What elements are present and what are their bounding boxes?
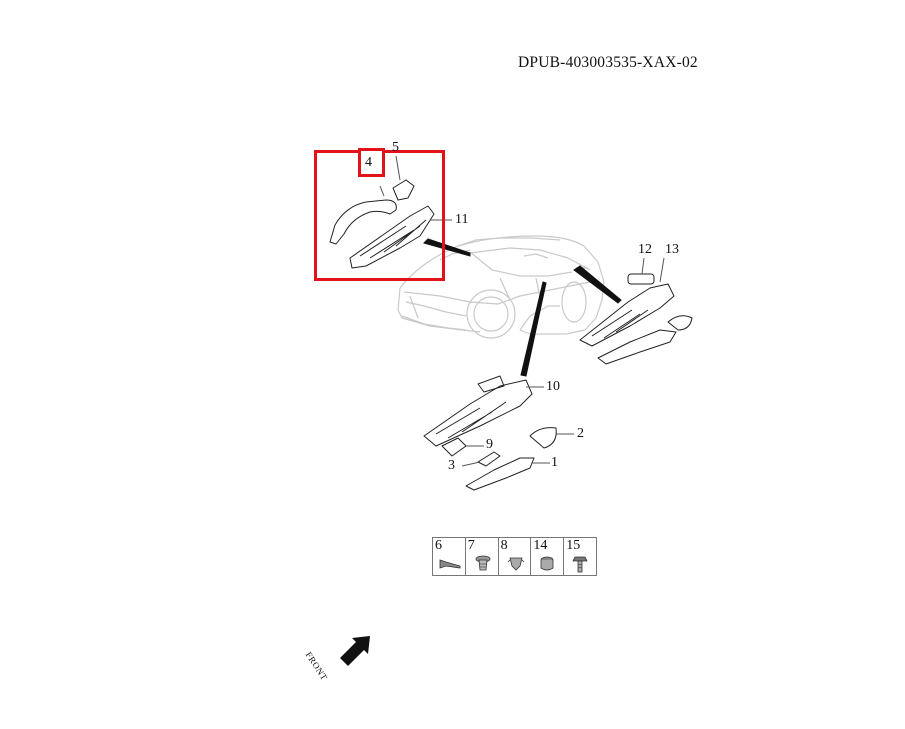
end-cap-2: [529, 427, 557, 449]
bolt-icon: [572, 556, 588, 573]
callout-2[interactable]: 2: [577, 426, 584, 441]
fastener-label: 6: [435, 538, 442, 553]
end-cap-5: [392, 179, 415, 201]
fastener-label: 7: [467, 538, 475, 553]
callout-13[interactable]: 13: [665, 242, 679, 257]
front-direction-indicator: FRONT: [304, 632, 378, 682]
pointer-rear-door: [573, 265, 622, 304]
screw-icon: [439, 559, 461, 569]
fastener-label: 14: [533, 538, 548, 553]
pointer-wedges: [423, 238, 622, 377]
pointer-lower-assembly: [520, 281, 547, 377]
gasket-9: [441, 437, 467, 457]
rear-outer-handle: [597, 329, 677, 365]
lower-lock-housing: [477, 375, 505, 393]
lower-frame-bracket-10: [423, 379, 533, 447]
callout-1[interactable]: 1: [551, 455, 558, 470]
rear-frame-bracket: [579, 283, 675, 347]
seal-3: [477, 451, 501, 467]
nut-insert-icon: [540, 556, 554, 571]
rear-lock-cylinder: [627, 273, 655, 285]
fastener-cell[interactable]: 6: [433, 538, 466, 575]
document-code: DPUB-403003535-XAX-02: [518, 54, 698, 71]
fastener-cell[interactable]: 15: [564, 538, 596, 575]
front-arrow-icon: [340, 636, 370, 666]
rear-door-assembly: [579, 257, 693, 365]
fastener-table: 6 7 8 14: [432, 537, 597, 576]
fastener-cell[interactable]: 7: [466, 538, 499, 575]
callout-3[interactable]: 3: [448, 458, 455, 473]
spring-clip-icon: [507, 557, 524, 571]
lower-door-assembly: [423, 375, 574, 491]
outer-handle-4: [329, 199, 397, 245]
front-handle-group: [329, 155, 452, 269]
frame-bracket-11: [349, 205, 435, 269]
callout-9[interactable]: 9: [486, 437, 493, 452]
fastener-label: 8: [500, 538, 508, 553]
callout-10[interactable]: 10: [546, 379, 560, 394]
callout-5[interactable]: 5: [392, 140, 399, 155]
rear-end-cap: [667, 315, 693, 331]
fastener-cell[interactable]: 8: [499, 538, 532, 575]
pointer-front-door: [423, 238, 471, 257]
fastener-cell[interactable]: 14: [531, 538, 565, 575]
callout-12[interactable]: 12: [638, 242, 652, 257]
callout-11[interactable]: 11: [455, 212, 469, 227]
fastener-label: 15: [566, 538, 581, 553]
callout-4-selected[interactable]: 4: [358, 148, 385, 177]
plastic-clip-icon: [475, 555, 491, 571]
